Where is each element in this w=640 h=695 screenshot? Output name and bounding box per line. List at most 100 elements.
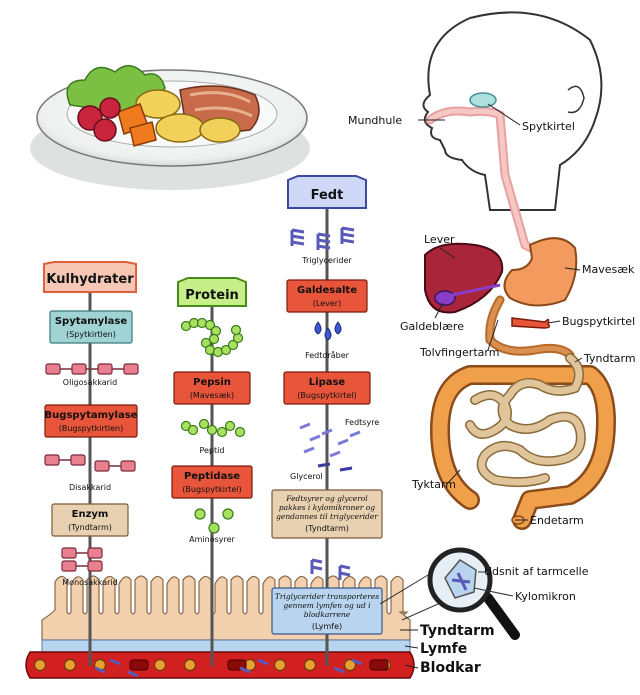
carb-enzyme-1 [49,310,133,344]
amino-unit [204,319,216,331]
glycerol [317,462,331,468]
anatomy-illustration [422,11,616,530]
amino-acid-icons [180,317,246,534]
blood-cell [343,658,357,672]
carb-title: Kulhydrater [46,272,134,287]
protein-enzyme-1-name: Pepsin [193,377,231,388]
label-mundhule: Mundhule [348,114,402,127]
label-bugspytkirtel: Bugspytkirtel [562,315,635,328]
fatty-acid-chain [317,244,331,250]
fatty-acid-chain [341,226,355,232]
amino-unit [216,426,228,438]
sugar-unit [123,363,139,375]
carb-title-box [43,261,137,293]
label-tyndtarm-bottom: Tyndtarm [420,623,495,639]
fatty-acid [299,422,311,430]
amino-unit [220,344,232,356]
fatty-acid [337,438,349,446]
fat-box-4-line1: Triglycerider transporteres [275,592,379,601]
fat-enzyme-1-name: Galdesalte [297,285,357,296]
blood-cell [153,658,167,672]
sugar-unit [61,560,77,572]
sugar-chain-icons [44,363,139,572]
fatty-acid [321,428,333,436]
label-tyndtarm-anatomy: Tyndtarm [583,352,636,365]
fat-product-2b: Glycerol [290,472,323,481]
protein-enzyme-2-src: (Bugspytkirtel) [182,485,241,494]
sugar-unit [70,454,86,466]
blood-cell-elongated [369,659,389,671]
carb-enzyme-3-src: (Tyndtarm) [68,523,112,532]
fatty-acid-chain [341,232,355,238]
sugar-unit [120,460,136,472]
protein-enzyme-1-src: (Mavesæk) [190,391,234,400]
label-tyktarm: Tyktarm [411,478,456,491]
amino-unit [230,324,242,336]
fatty-acid-chain [291,228,305,234]
label-udsnit: Udsnit af tarmcelle [484,565,589,578]
carb-product-3: Monosakkarid [62,578,117,587]
label-mavesaek: Mavesæk [582,263,635,276]
fatty-acid [349,430,361,438]
food-plate-illustration [30,65,310,190]
label-endetarm: Endetarm [530,514,584,527]
sugar-unit [44,454,60,466]
protein-title: Protein [185,288,239,303]
fat-droplet [334,321,342,335]
fat-molecule [333,666,345,674]
fatty-acid-chain [339,564,351,570]
fat-box-3 [271,489,383,539]
fatty-acid-chain [317,238,331,244]
fat-droplet [324,327,332,341]
blood-cell-elongated [129,659,149,671]
amino-unit [206,424,218,436]
amino-unit [222,508,234,520]
protein-enzyme-2 [171,465,253,499]
fat-box-4 [271,587,383,635]
blood-cell [33,658,47,672]
fat-enzyme-1-src: (Lever) [313,299,341,308]
amino-unit [227,339,239,351]
fatty-acid-chain [311,558,323,564]
fat-molecule [127,670,139,678]
amino-unit [187,424,199,436]
sugar-unit [97,363,113,375]
fat-enzyme-2 [283,371,371,405]
fat-title-box [287,175,367,209]
sugar-unit [87,547,103,559]
protein-title-box [177,277,247,307]
amino-unit [208,333,220,345]
label-kylomikron: Kylomikron [515,590,576,603]
carb-enzyme-3 [51,503,129,537]
fat-enzyme-2-name: Lipase [309,377,346,388]
fat-product-0: Triglycerider [301,256,352,265]
fat-enzyme-1 [286,279,368,313]
fatty-acid [329,450,341,458]
sugar-unit [45,363,61,375]
sugar-unit [61,547,77,559]
protein-enzyme-2-name: Peptidase [184,471,240,482]
fat-box-4-line2: gennem lymfen og ud i [283,601,371,610]
fatty-acid-chain [339,571,351,577]
carb-enzyme-2 [44,404,138,438]
fat-molecule [351,658,363,666]
fatty-acid-chain [291,240,305,246]
protein-product-2: Aminosyrer [189,535,235,544]
glycerol [339,466,353,472]
fat-box-4-line3: blodkarrene [304,610,351,619]
sugar-unit [94,460,110,472]
blood-cell [303,658,317,672]
fat-enzyme-2-src: (Bugspytkirtel) [297,391,356,400]
fat-molecule [257,658,269,666]
fat-box-3-line1: Fedtsyrer og glycerol [285,494,368,503]
fat-box-3-line2: pakkes i kylomikroner og [279,503,375,512]
label-lever: Lever [424,233,455,246]
amino-unit [194,508,206,520]
protein-product-1: Peptid [200,446,225,455]
carb-enzyme-2-src: (Bugspytkirtlen) [59,424,124,433]
magnifier-illustration [379,547,520,640]
label-blodkar: Blodkar [420,660,481,676]
fat-molecule [94,666,106,674]
fatty-acid-chain [311,565,323,571]
